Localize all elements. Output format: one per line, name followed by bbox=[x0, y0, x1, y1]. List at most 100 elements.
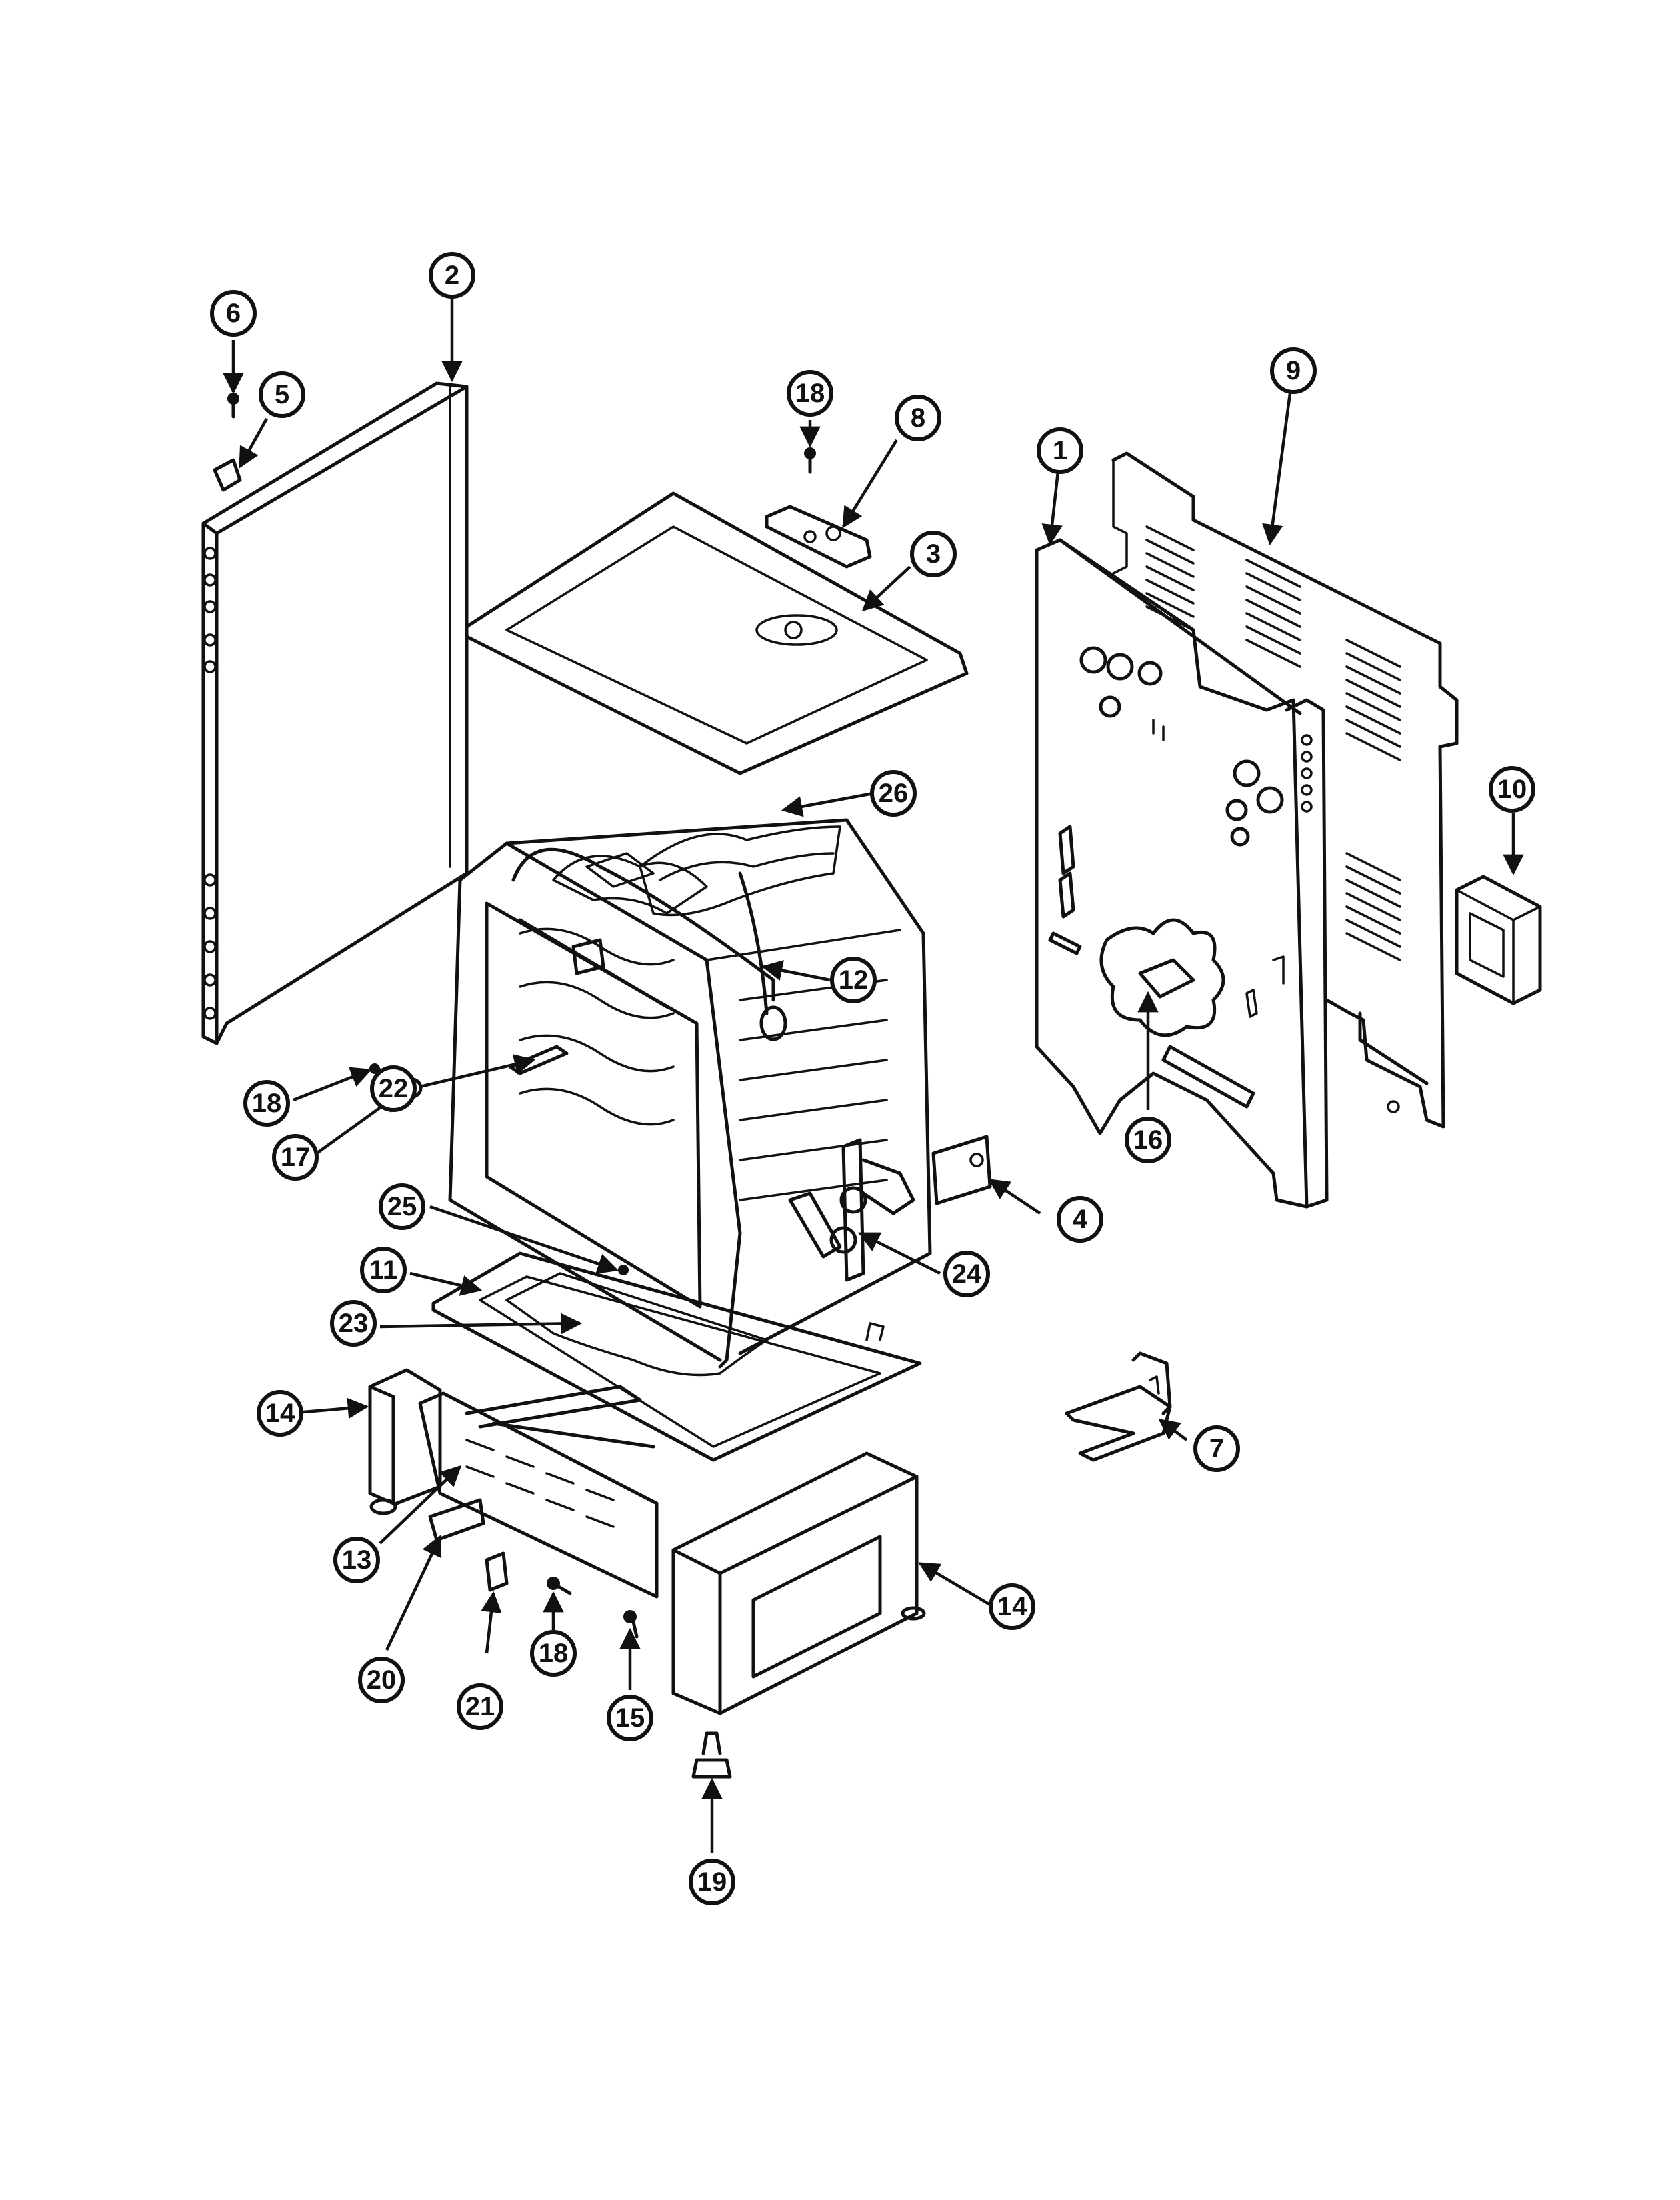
callout-3: 3 bbox=[910, 531, 957, 577]
callout-22: 22 bbox=[370, 1065, 417, 1112]
callout-14-right: 14 bbox=[989, 1583, 1035, 1630]
svg-text:14: 14 bbox=[265, 1399, 295, 1428]
bottom-insulation bbox=[505, 1272, 768, 1377]
side-panel-clip bbox=[213, 458, 242, 492]
svg-text:26: 26 bbox=[879, 779, 909, 808]
callout-14-left: 14 bbox=[257, 1390, 303, 1437]
leader-4 bbox=[988, 1179, 1041, 1215]
svg-text:13: 13 bbox=[342, 1545, 372, 1575]
oven-bottom bbox=[431, 1251, 922, 1462]
svg-text:7: 7 bbox=[1209, 1434, 1224, 1463]
callout-18-left: 18 bbox=[243, 1080, 290, 1127]
leader-9 bbox=[1262, 393, 1292, 546]
svg-text:19: 19 bbox=[697, 1867, 727, 1897]
leader-22 bbox=[419, 1054, 536, 1089]
callout-7: 7 bbox=[1193, 1425, 1240, 1472]
svg-text:23: 23 bbox=[339, 1309, 369, 1338]
callout-11: 11 bbox=[360, 1247, 407, 1293]
leader-lines bbox=[223, 295, 1524, 1853]
mounting-bracket bbox=[931, 1135, 992, 1205]
svg-text:8: 8 bbox=[911, 403, 925, 433]
svg-text:6: 6 bbox=[226, 299, 241, 328]
leader-13 bbox=[379, 1465, 462, 1545]
svg-text:10: 10 bbox=[1497, 775, 1527, 804]
leader-14b bbox=[918, 1562, 995, 1608]
svg-text:11: 11 bbox=[369, 1255, 397, 1285]
svg-text:24: 24 bbox=[952, 1259, 982, 1289]
svg-text:4: 4 bbox=[1073, 1205, 1088, 1234]
callout-21: 21 bbox=[457, 1683, 503, 1730]
callout-2: 2 bbox=[429, 252, 475, 299]
front-base-rail bbox=[418, 1385, 659, 1599]
base-leg-left bbox=[368, 1368, 442, 1515]
svg-text:5: 5 bbox=[275, 380, 289, 409]
callout-17: 17 bbox=[272, 1134, 319, 1181]
callout-13: 13 bbox=[333, 1537, 380, 1583]
svg-text:25: 25 bbox=[387, 1192, 417, 1221]
leveling-foot bbox=[691, 1731, 732, 1779]
callout-24: 24 bbox=[943, 1251, 990, 1297]
callout-18-bottom: 18 bbox=[530, 1630, 577, 1677]
clip-screw bbox=[227, 393, 239, 419]
leader-18a bbox=[293, 1067, 372, 1102]
callout-6: 6 bbox=[210, 290, 257, 337]
leader-24 bbox=[858, 1231, 941, 1275]
callout-12: 12 bbox=[830, 957, 877, 1003]
svg-text:21: 21 bbox=[465, 1692, 495, 1721]
callout-4: 4 bbox=[1057, 1196, 1103, 1243]
leader-21 bbox=[481, 1591, 502, 1654]
side-panel bbox=[201, 381, 469, 1045]
svg-text:18: 18 bbox=[539, 1639, 569, 1668]
door-hinge-assembly bbox=[788, 1138, 915, 1282]
leader-5 bbox=[239, 417, 268, 469]
svg-text:12: 12 bbox=[839, 965, 869, 995]
leader-23 bbox=[379, 1313, 583, 1335]
callout-1: 1 bbox=[1037, 427, 1083, 474]
callout-9: 9 bbox=[1270, 347, 1317, 394]
leader-7 bbox=[1158, 1419, 1188, 1441]
svg-text:1: 1 bbox=[1053, 436, 1067, 465]
callout-5: 5 bbox=[259, 371, 305, 418]
callout-20: 20 bbox=[358, 1657, 405, 1703]
rear-cover-panel bbox=[1111, 451, 1459, 1129]
angle-bracket bbox=[1065, 1351, 1172, 1462]
svg-text:9: 9 bbox=[1286, 356, 1301, 385]
cavity-screw bbox=[618, 1265, 629, 1275]
svg-text:16: 16 bbox=[1133, 1125, 1163, 1155]
leader-8 bbox=[842, 439, 898, 529]
callout-15: 15 bbox=[607, 1695, 653, 1741]
top-panel bbox=[465, 491, 969, 775]
svg-text:22: 22 bbox=[379, 1074, 409, 1103]
svg-text:2: 2 bbox=[445, 261, 459, 290]
cover-plate-screw bbox=[804, 447, 816, 474]
leader-11 bbox=[409, 1271, 483, 1296]
svg-text:17: 17 bbox=[281, 1143, 311, 1172]
callout-23: 23 bbox=[330, 1300, 377, 1347]
callout-8: 8 bbox=[895, 395, 941, 441]
svg-text:15: 15 bbox=[615, 1703, 645, 1733]
leader-12 bbox=[761, 960, 831, 982]
callout-26: 26 bbox=[870, 770, 917, 817]
cover-plate bbox=[765, 505, 872, 569]
leader-20 bbox=[385, 1535, 442, 1651]
svg-text:14: 14 bbox=[997, 1592, 1027, 1621]
svg-text:18: 18 bbox=[795, 379, 825, 408]
base-leg-right bbox=[671, 1451, 926, 1715]
base-screw bbox=[547, 1577, 572, 1595]
svg-text:18: 18 bbox=[252, 1089, 282, 1118]
broil-element bbox=[508, 1045, 569, 1075]
callout-25: 25 bbox=[379, 1183, 425, 1230]
back-panel bbox=[1035, 538, 1329, 1209]
svg-text:20: 20 bbox=[367, 1665, 397, 1695]
oven-cavity bbox=[448, 818, 932, 1369]
leader-14a bbox=[303, 1397, 369, 1419]
leader-25 bbox=[429, 1205, 619, 1274]
callout-16: 16 bbox=[1125, 1117, 1171, 1163]
callout-19: 19 bbox=[689, 1859, 735, 1905]
retaining-clip bbox=[485, 1551, 509, 1592]
leader-26 bbox=[781, 791, 874, 817]
support-bracket bbox=[428, 1498, 485, 1542]
heating-element-wire bbox=[738, 871, 769, 1015]
leader-3 bbox=[861, 565, 911, 612]
